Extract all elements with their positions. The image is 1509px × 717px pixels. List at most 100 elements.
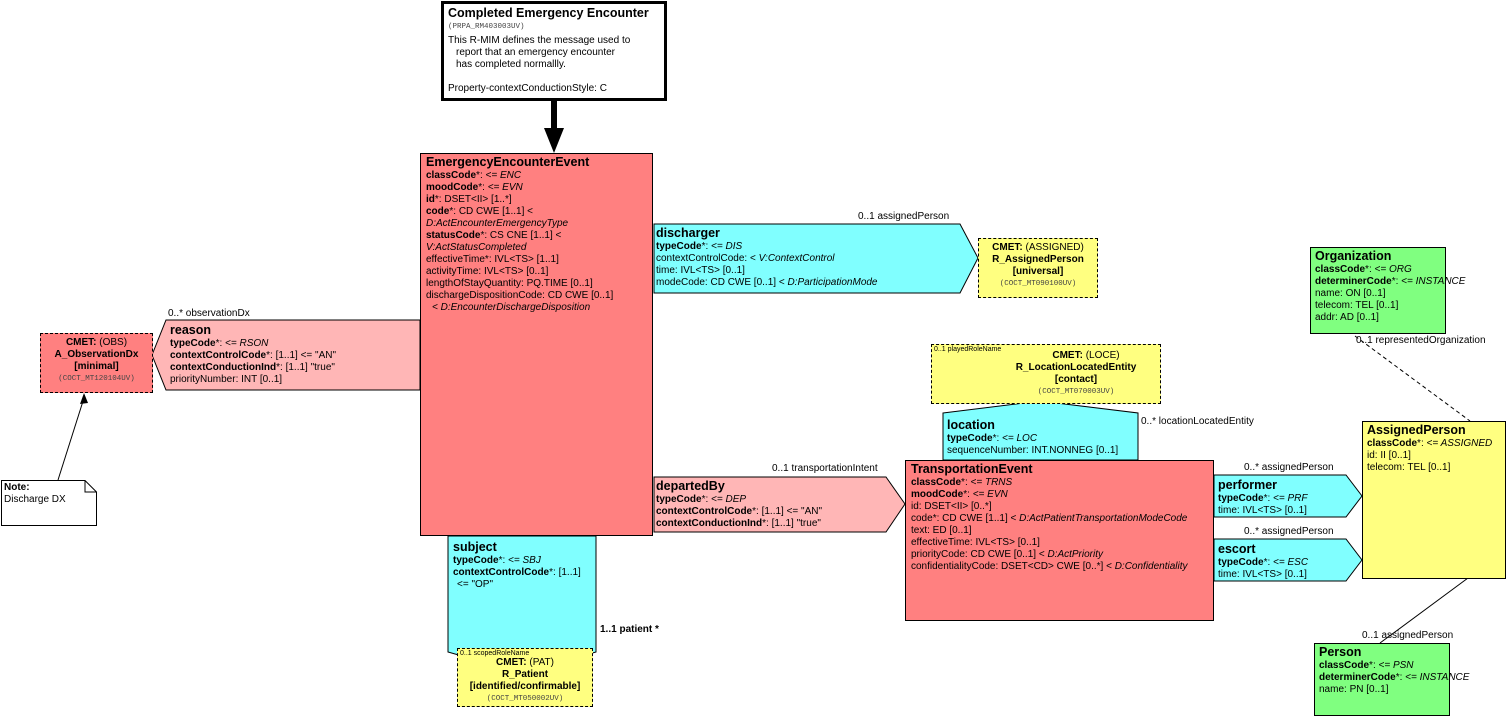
organization-assoc-label: 0..1 representedOrganization	[1356, 335, 1486, 346]
cmet-loc-label: CMET:	[1052, 350, 1083, 361]
performer-time: time: IVL<TS> [0..1]	[1218, 505, 1307, 516]
eee-effectivetime-value: IVL<TS> [1..1]	[494, 254, 559, 265]
subject-typecode-star: *	[498, 555, 503, 566]
person-classcode-label: classCode	[1319, 660, 1370, 671]
te-code-vocab: D:ActPatientTransportationModeCode	[1019, 513, 1188, 524]
eee-discharge-disposition: dischargeDispositionCode: CD CWE [0..1]	[426, 290, 614, 301]
te-priority-label: priorityCode: CD CWE [0..1] <	[911, 549, 1048, 560]
performer-participation[interactable]: performer typeCode*: <= PRF time: IVL<TS…	[1218, 478, 1348, 517]
cmet-obs-name: A_ObservationDx	[54, 349, 139, 360]
eee-code-value: CD CWE [1..1] <	[458, 206, 533, 217]
cmet-assigned-id: (COCT_MT090100UV)	[999, 280, 1077, 288]
eee-moodcode-value: <= EVN	[487, 182, 523, 193]
departedby-cci-label: contextConductionInd	[656, 518, 763, 529]
escort-typecode-label: typeCode	[1218, 557, 1264, 568]
performer-assoc-label: 0..* assignedPerson	[1244, 462, 1334, 473]
eee-discharge-vocab: < D:EncounterDischargeDisposition	[432, 302, 591, 313]
cmet-obs-label: CMET:	[65, 337, 97, 348]
discharger-typecode-value: <= DIS	[711, 241, 743, 252]
org-classcode-star: *	[1365, 264, 1369, 275]
organization-class[interactable]: Organization classCode*: <= ORG determin…	[1310, 247, 1465, 334]
performer-shape	[1213, 474, 1363, 518]
eee-title: EmergencyEncounterEvent	[426, 155, 590, 169]
ap-id: id: II [0..1]	[1367, 450, 1411, 461]
person-det-value: <= INSTANCE	[1405, 672, 1470, 683]
subject-ccc-label: contextControlCode	[453, 567, 550, 578]
discharger-assoc-label: 0..1 assignedPerson	[858, 211, 950, 222]
transportation-event-class[interactable]: TransportationEvent classCode*: <= TRNS …	[905, 460, 1214, 621]
org-addr: addr: AD [0..1]	[1315, 312, 1379, 323]
cmet-obs-id: (COCT_MT120104UV)	[58, 375, 135, 383]
subject-typecode-label: typeCode	[453, 555, 499, 566]
eee-moodcode-label: moodCode	[426, 182, 479, 193]
subject-participation[interactable]: subject typeCode*: <= SBJ contextControl…	[453, 540, 595, 591]
org-name: name: ON [0..1]	[1315, 288, 1386, 299]
person-assoc-label: 0..1 assignedPerson	[1362, 630, 1454, 641]
org-det-value: <= INSTANCE	[1401, 276, 1466, 287]
cmet-patient[interactable]: 0..1 scopedRoleName CMET: (PAT) R_Patien…	[457, 648, 593, 707]
entry-id: (PRPA_RM403003UV)	[448, 23, 525, 31]
cmet-obs-class: (OBS)	[99, 337, 128, 348]
escort-title: escort	[1218, 542, 1256, 556]
te-priority-vocab: D:ActPriority	[1047, 549, 1103, 560]
note-text: Discharge DX	[4, 494, 66, 505]
eee-statuscode-label: statusCode	[426, 230, 481, 241]
cmet-pat-label: CMET:	[496, 657, 527, 668]
te-classcode-label: classCode	[911, 477, 962, 488]
org-telecom: telecom: TEL [0..1]	[1315, 300, 1399, 311]
org-det-label: determinerCode	[1315, 276, 1392, 287]
reason-ccc-star: *	[266, 350, 271, 361]
reason-title: reason	[170, 323, 211, 337]
reason-ccc-value: [1..1] <= "AN"	[275, 350, 337, 361]
escort-time: time: IVL<TS> [0..1]	[1218, 569, 1307, 580]
escort-participation[interactable]: escort typeCode*: <= ESC time: IVL<TS> […	[1218, 542, 1348, 581]
cmet-observation-dx[interactable]: CMET: (OBS) A_ObservationDx [minimal] (C…	[40, 333, 153, 393]
eee-moodcode-star: *	[478, 182, 483, 193]
org-det-star: *	[1391, 276, 1396, 287]
discharger-ctx-label: contextControlCode: <	[656, 253, 759, 264]
reason-typecode-value: <= RSON	[225, 338, 269, 349]
cmet-loc-role: 0..1 playedRoleName	[934, 346, 1002, 353]
entry-point-box: Completed Emergency Encounter (PRPA_RM40…	[441, 1, 667, 101]
discharger-typecode-star: *	[701, 241, 706, 252]
location-typecode-value: <= LOC	[1002, 433, 1038, 444]
performer-typecode-label: typeCode	[1218, 493, 1264, 504]
cmet-location-located-entity[interactable]: 0..1 playedRoleName CMET: (LOCE) R_Locat…	[931, 344, 1161, 404]
discharger-title: discharger	[656, 226, 720, 240]
person-det-star: *	[1395, 672, 1400, 683]
departedby-shape	[653, 476, 906, 533]
entry-arrow-shaft	[551, 101, 557, 131]
cmet-assigned-label: CMET:	[992, 242, 1023, 253]
departedby-ccc-star: *	[752, 506, 757, 517]
location-typecode-label: typeCode	[947, 433, 993, 444]
location-participation[interactable]: location typeCode*: <= LOC sequenceNumbe…	[947, 418, 1137, 457]
person-det-label: determinerCode	[1319, 672, 1396, 683]
discharger-participation[interactable]: discharger typeCode*: <= DIS contextCont…	[656, 226, 956, 289]
departedby-ccc-label: contextControlCode	[656, 506, 753, 517]
reason-act-relationship[interactable]: reason typeCode*: <= RSON contextControl…	[170, 323, 418, 386]
person-class[interactable]: Person classCode*: <= PSN determinerCode…	[1314, 643, 1469, 716]
departedby-title: departedBy	[656, 479, 725, 493]
reason-typecode-label: typeCode	[170, 338, 216, 349]
reason-priority: priorityNumber: INT [0..1]	[170, 374, 283, 385]
escort-shape	[1213, 538, 1363, 582]
cmet-pat-class: (PAT)	[529, 657, 554, 668]
reason-cci-star: *	[276, 362, 281, 373]
eee-effectivetime-star: *	[484, 254, 489, 265]
assigned-person-class[interactable]: AssignedPerson classCode*: <= ASSIGNED i…	[1362, 421, 1506, 579]
te-moodcode-value: <= EVN	[972, 489, 1008, 500]
escort-typecode-value: <= ESC	[1273, 557, 1309, 568]
cmet-loc-flavor: [contact]	[1054, 374, 1098, 385]
performer-typecode-star: *	[1263, 493, 1268, 504]
eee-id-label: id	[426, 194, 435, 205]
departedby-act-relationship[interactable]: departedBy typeCode*: <= DEP contextCont…	[656, 479, 886, 530]
organization-connector	[1354, 335, 1471, 422]
te-code-label: code	[911, 513, 933, 524]
organization-title: Organization	[1315, 249, 1392, 263]
discharger-ctx-vocab: V:ContextControl	[758, 253, 835, 264]
ap-classcode-value: <= ASSIGNED	[1426, 438, 1493, 449]
subject-ccc-value-2: <= "OP"	[457, 579, 494, 590]
te-text: text: ED [0..1]	[911, 525, 972, 536]
emergency-encounter-event-class[interactable]: EmergencyEncounterEvent classCode*: <= E…	[420, 153, 653, 536]
cmet-assigned-person[interactable]: CMET: (ASSIGNED) R_AssignedPerson [unive…	[978, 238, 1098, 298]
